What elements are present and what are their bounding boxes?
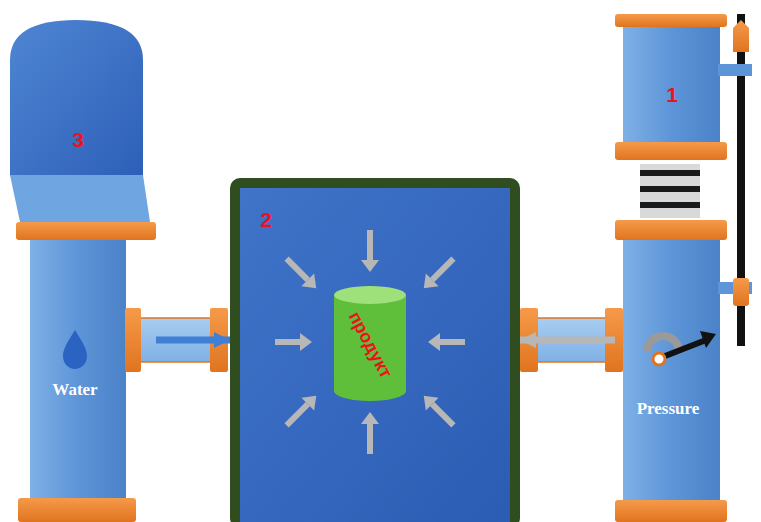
callout-number: 1 bbox=[666, 83, 678, 107]
pressure-arrow-head bbox=[361, 260, 379, 272]
product-cylinder: продукт bbox=[333, 285, 407, 401]
cylinder-top bbox=[334, 286, 406, 304]
chamber-frame bbox=[230, 178, 520, 522]
spring-stack bbox=[640, 164, 700, 218]
water-vessel bbox=[10, 20, 156, 522]
right-pipe bbox=[520, 308, 623, 372]
pressure-arrow bbox=[367, 230, 373, 260]
water-drop-icon bbox=[63, 330, 87, 369]
gauge-pivot bbox=[653, 353, 665, 365]
pressure-arrow bbox=[287, 404, 308, 425]
pressure-arrows bbox=[275, 230, 465, 454]
flange bbox=[125, 308, 141, 372]
pressure-arrow bbox=[275, 339, 300, 345]
gauge-needle bbox=[660, 340, 706, 358]
flange bbox=[615, 14, 727, 27]
flange bbox=[18, 498, 136, 522]
pressure-arrow bbox=[432, 259, 453, 280]
pressure-arrow-head bbox=[424, 396, 439, 411]
chamber-inner bbox=[240, 188, 510, 522]
pressure-arrow-head bbox=[300, 333, 312, 351]
tank-label: Water bbox=[52, 380, 97, 400]
pressure-arrow-head bbox=[428, 333, 440, 351]
pressure-arrow-head bbox=[361, 412, 379, 424]
press-unit bbox=[615, 14, 752, 522]
press-cylinder bbox=[623, 27, 720, 143]
flow-arrow bbox=[520, 337, 615, 344]
rod-handle bbox=[733, 20, 749, 52]
pressure-unit: 1Pressure bbox=[615, 14, 727, 504]
vessel-neck bbox=[10, 175, 150, 222]
pressure-arrow-head bbox=[301, 273, 316, 288]
pressure-chamber: продукт 2 bbox=[230, 178, 520, 522]
pressure-arrow bbox=[287, 259, 308, 280]
press-column bbox=[623, 240, 720, 500]
flange bbox=[615, 220, 727, 240]
callout-number: 2 bbox=[260, 208, 272, 232]
pressure-arrow bbox=[367, 424, 373, 454]
callout-number: 3 bbox=[72, 128, 84, 152]
rod-tab bbox=[718, 64, 752, 76]
pressure-arrow-head bbox=[424, 273, 439, 288]
water-tank: 3Water bbox=[10, 20, 156, 500]
spring-stripe bbox=[640, 170, 700, 176]
vessel-dome bbox=[10, 20, 143, 175]
flange bbox=[615, 142, 727, 160]
pressure-arrow bbox=[440, 339, 465, 345]
spring-stripe bbox=[640, 186, 700, 192]
vessel-column bbox=[30, 240, 126, 500]
flange bbox=[16, 222, 156, 240]
gauge-needle-head bbox=[700, 331, 716, 348]
flow-arrow bbox=[156, 337, 230, 344]
cylinder-body bbox=[334, 295, 406, 401]
pressure-arrow-head bbox=[301, 396, 316, 411]
pressure-arrow bbox=[432, 404, 453, 425]
rod-handle bbox=[733, 278, 749, 306]
flange bbox=[615, 500, 727, 522]
spring-stripe bbox=[640, 202, 700, 208]
unit-label: Pressure bbox=[637, 399, 700, 419]
